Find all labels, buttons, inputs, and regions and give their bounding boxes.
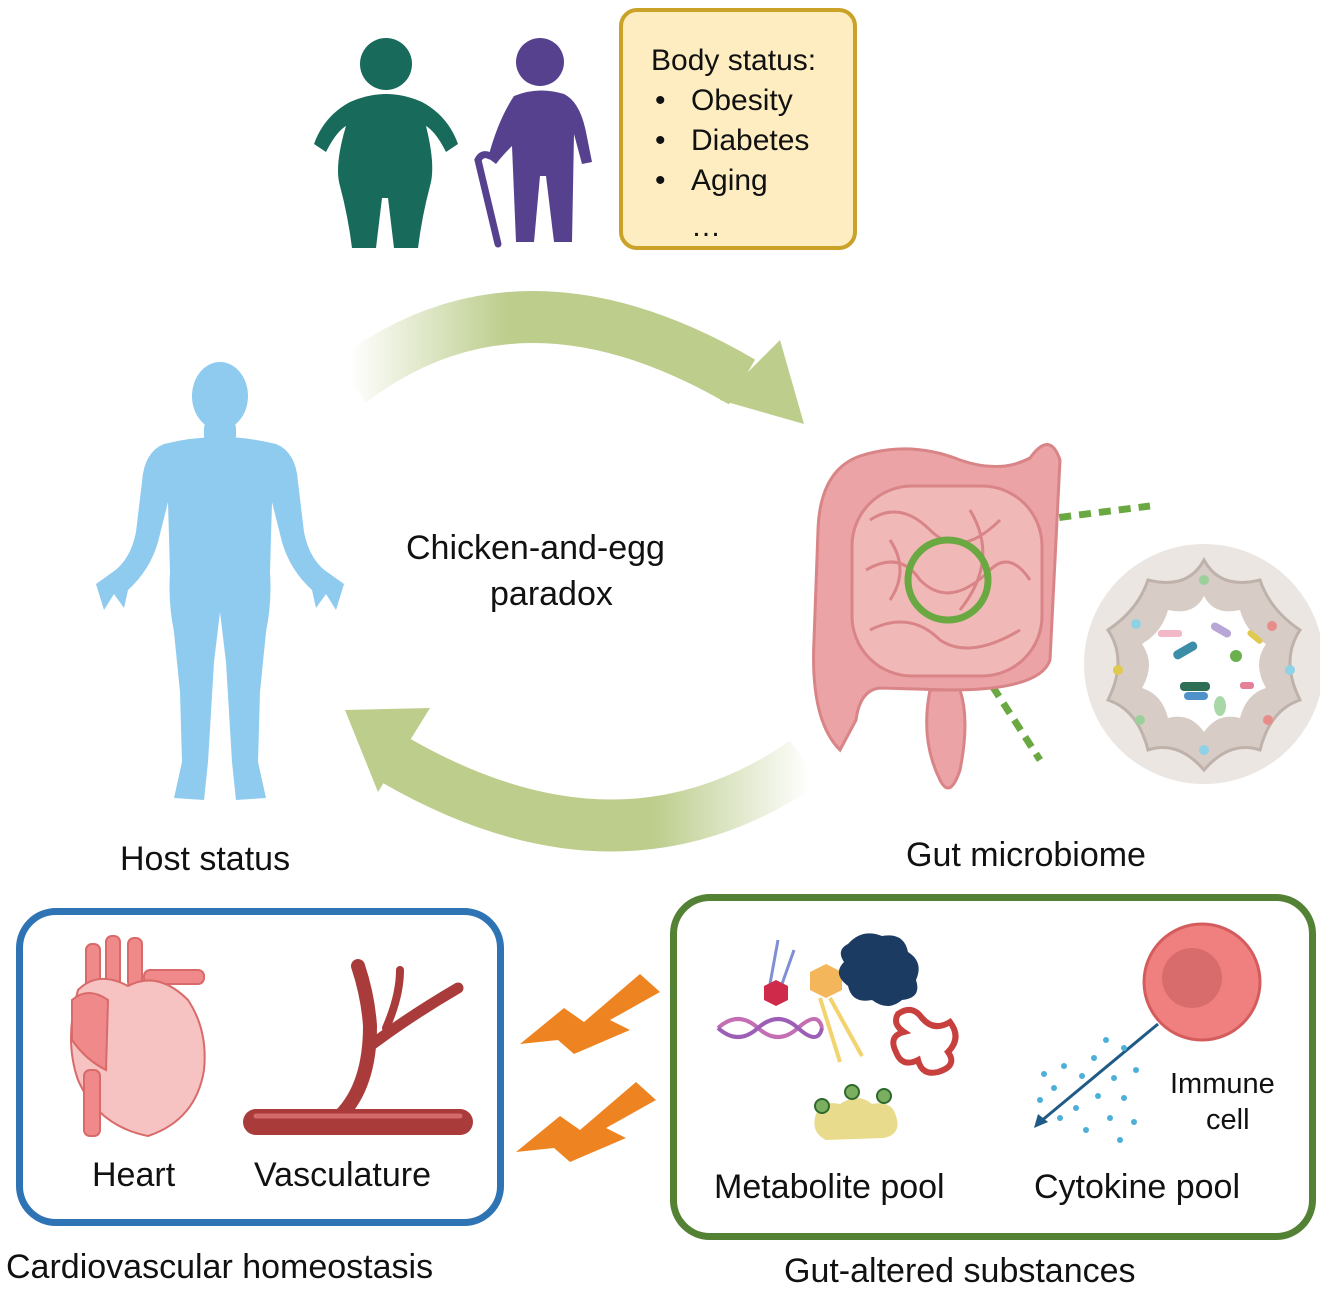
- immune-cell-icon: [1142, 922, 1262, 1042]
- metabolite-pool-label: Metabolite pool: [714, 1168, 945, 1206]
- immune-cell-label-line2: cell: [1206, 1104, 1250, 1136]
- paradox-label-line2: paradox: [490, 575, 613, 613]
- red-hexagon: [764, 980, 788, 1006]
- body-status-item-diabetes: Diabetes: [653, 124, 809, 164]
- body-status-item-aging: Aging: [653, 164, 809, 204]
- heart-label: Heart: [92, 1156, 176, 1194]
- intestine-icon: [812, 443, 1320, 790]
- elderly-person-icon: [474, 38, 592, 248]
- obese-person-icon: [314, 38, 458, 248]
- lipid-blob: [814, 1098, 898, 1140]
- microbiome-inset: [1084, 544, 1320, 784]
- gut-microbiome-label: Gut microbiome: [906, 836, 1146, 874]
- lightning-bolt-top: [520, 974, 660, 1054]
- rna-squiggle: [890, 1006, 959, 1076]
- body-status-title: Body status:: [651, 44, 817, 77]
- human-body-icon: [96, 362, 344, 800]
- cytokine-spray-icon: [1034, 1022, 1159, 1143]
- body-status-list: Obesity Diabetes Aging: [653, 84, 809, 204]
- body-status-box: Body status: Obesity Diabetes Aging …: [619, 8, 857, 250]
- lightning-icons: [516, 974, 660, 1162]
- immune-cell-label-line1: Immune: [1170, 1068, 1275, 1100]
- body-status-more: …: [691, 210, 721, 243]
- vasculature-icon: [243, 959, 473, 1135]
- host-status-label: Host status: [120, 840, 291, 878]
- lightning-bolt-bottom: [516, 1082, 656, 1162]
- yellow-hexagon: [810, 964, 842, 998]
- cycle-arrows: [334, 291, 820, 852]
- arrow-host-to-gut: [334, 291, 804, 424]
- heart-icon: [70, 935, 206, 1138]
- paradox-label-line1: Chicken-and-egg: [406, 529, 665, 567]
- cytokine-pool-label: Cytokine pool: [1034, 1168, 1241, 1206]
- dna-strand: [716, 1017, 824, 1039]
- gut-altered-box: [670, 894, 1316, 1240]
- vasculature-label: Vasculature: [254, 1156, 432, 1194]
- gut-altered-caption: Gut-altered substances: [784, 1252, 1136, 1290]
- arrow-gut-to-host: [345, 708, 820, 852]
- metabolite-pool-icons: [716, 933, 959, 1140]
- protein-blob: [838, 933, 919, 1006]
- body-status-item-obesity: Obesity: [653, 84, 809, 124]
- cardiovascular-caption: Cardiovascular homeostasis: [6, 1248, 434, 1286]
